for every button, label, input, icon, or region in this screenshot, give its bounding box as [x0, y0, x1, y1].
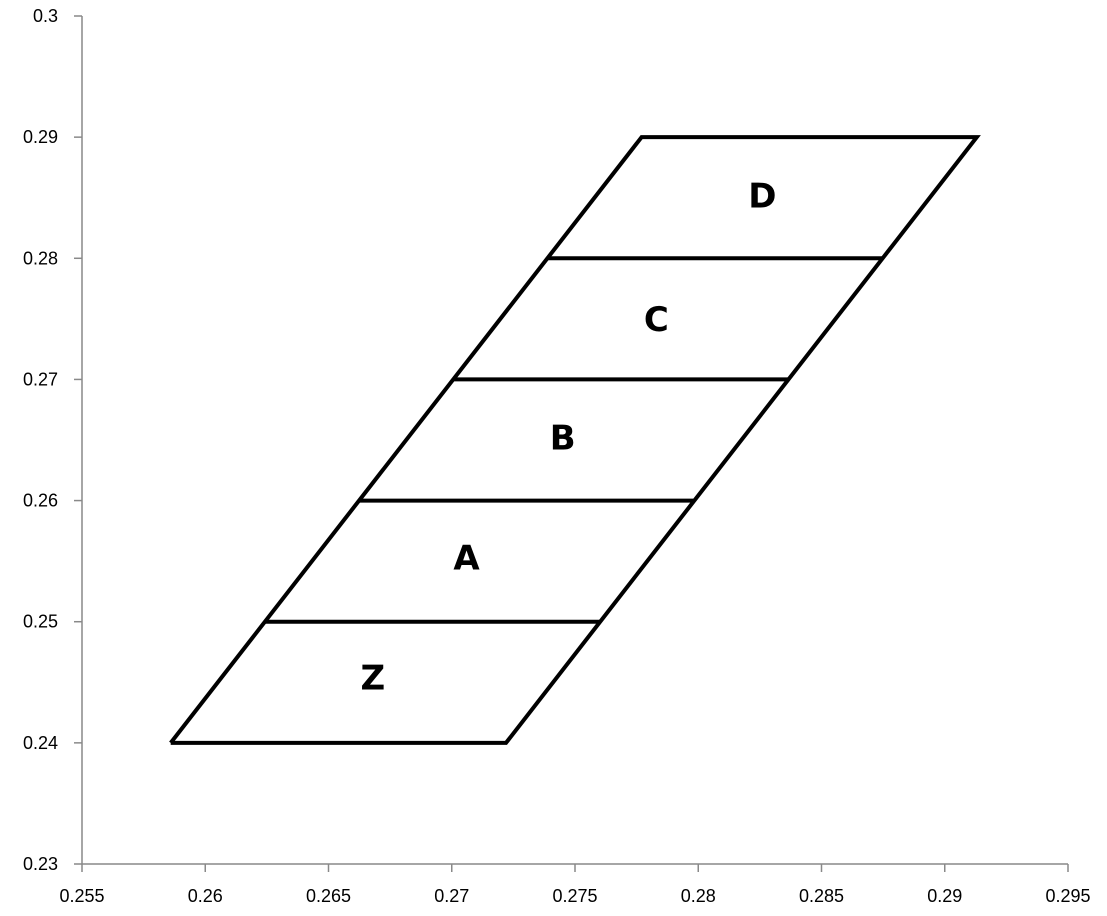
y-tick-label: 0.28: [23, 248, 58, 268]
tick-labels: 0.3 0.29 0.28 0.27 0.26 0.25 0.24 0.230.255 0.26…: [23, 6, 1091, 906]
y-tick-label: 0.3: [33, 6, 58, 26]
x-tick-label: 0.265: [306, 886, 351, 906]
y-tick-label: 0.26: [23, 491, 58, 511]
region-label-b: B: [550, 419, 576, 459]
y-tick-label: 0.27: [23, 369, 58, 389]
x-tick-label: 0.275: [552, 886, 597, 906]
x-tick-label: 0.29: [927, 886, 962, 906]
region-labels: Z A B C D: [361, 176, 777, 698]
x-tick-label: 0.28: [681, 886, 716, 906]
region-label-c: C: [644, 300, 669, 340]
ticks: [74, 15, 1069, 872]
y-tick-label: 0.29: [23, 127, 58, 147]
y-tick-label: 0.23: [23, 854, 58, 874]
x-tick-label: 0.285: [799, 886, 844, 906]
region-label-d: D: [748, 176, 776, 216]
x-tick-label: 0.295: [1045, 886, 1090, 906]
x-tick-label: 0.27: [434, 886, 469, 906]
outline-series: [169, 135, 981, 745]
y-tick-label: 0.25: [23, 612, 58, 632]
region-label-z: Z: [361, 658, 386, 698]
y-tick-label: 0.24: [23, 733, 58, 753]
x-tick-label: 0.26: [188, 886, 223, 906]
x-tick-label: 0.255: [59, 886, 104, 906]
parallelogram-shape: [169, 135, 981, 745]
region-label-a: A: [453, 539, 480, 579]
